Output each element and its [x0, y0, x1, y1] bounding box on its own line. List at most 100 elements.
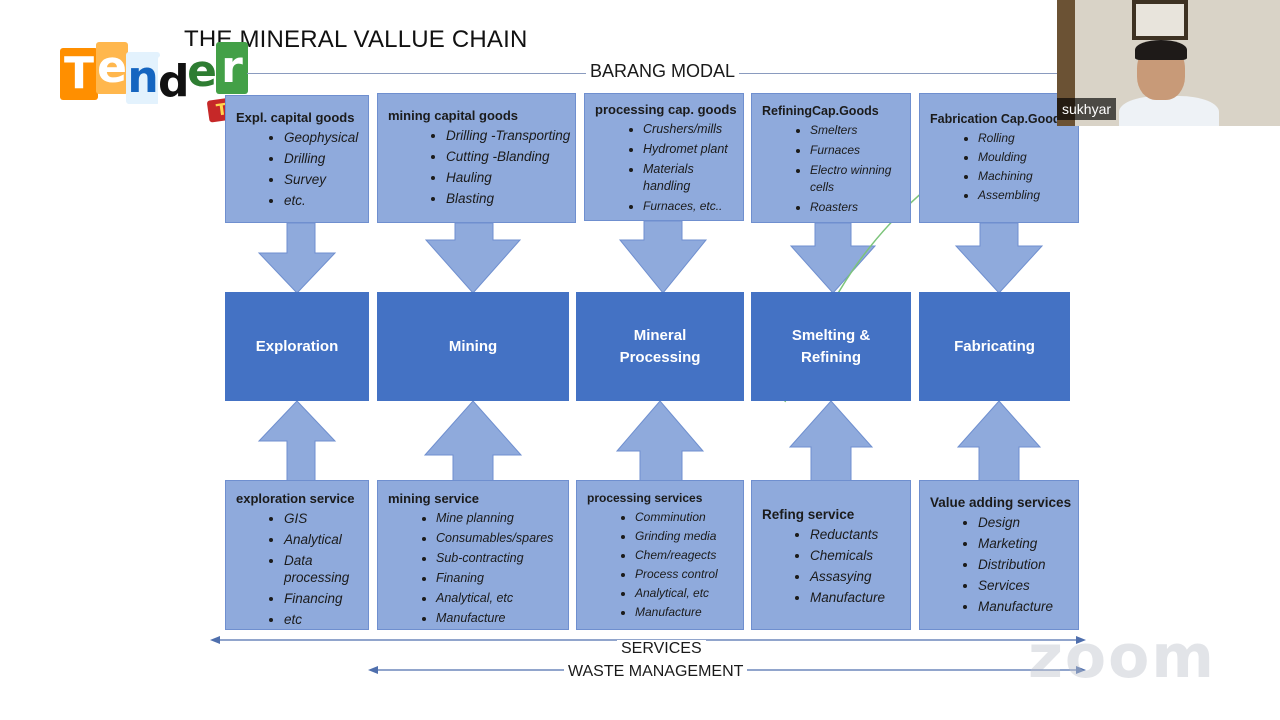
- stage-mining: Mining: [377, 292, 569, 401]
- down-arrow-2: [424, 222, 522, 294]
- list-item: Finaning: [436, 570, 568, 587]
- participant-hair: [1135, 40, 1187, 60]
- list-item: Manufacture: [978, 598, 1078, 615]
- up-arrow-3: [615, 400, 705, 482]
- box-title: Expl. capital goods: [236, 110, 355, 125]
- services-arrow-right-head: [1076, 636, 1086, 644]
- list-item: Electro winning cells: [810, 162, 902, 196]
- stage-exploration: Exploration: [225, 292, 369, 401]
- down-arrow-5: [954, 222, 1044, 294]
- capital-goods-box-processing: processing cap. goods Crushers/mills Hyd…: [584, 93, 744, 221]
- list-item: Manufacture: [436, 610, 568, 627]
- stage-smelting-refining: Smelting & Refining: [751, 292, 911, 401]
- list-item: Distribution: [978, 556, 1078, 573]
- logo-letter-e2: e: [186, 46, 218, 98]
- barang-modal-label: BARANG MODAL: [586, 61, 740, 82]
- list-item: Manufacture: [810, 589, 910, 606]
- list-item: Drilling -Transporting: [446, 127, 575, 144]
- participant-video[interactable]: sukhyar: [1057, 0, 1280, 126]
- list-item: Materials handling: [643, 161, 713, 195]
- up-arrow-2: [423, 400, 523, 482]
- list-item: Geophysical: [284, 129, 368, 146]
- services-label: SERVICES: [617, 640, 706, 658]
- box-title: Refing service: [762, 507, 855, 522]
- list-item: Roasters: [810, 199, 910, 216]
- list-item: Analytical, etc: [635, 585, 743, 602]
- list-item: Crushers/mills: [643, 121, 743, 138]
- list-item: Survey: [284, 171, 368, 188]
- capital-goods-box-fabrication: Fabrication Cap.Goods Rolling Moulding M…: [919, 93, 1079, 223]
- list-item: Rolling: [978, 130, 1078, 147]
- zoom-watermark: zoom: [1028, 622, 1216, 692]
- list-item: Hauling: [446, 169, 575, 186]
- list-item: Furnaces, etc..: [643, 198, 743, 215]
- tender-tv-logo: T e n d e r TV: [60, 42, 260, 124]
- up-arrow-1: [257, 400, 337, 482]
- list-item: Assembling: [978, 187, 1078, 204]
- list-item: Mine planning: [436, 510, 568, 527]
- list-item: Marketing: [978, 535, 1078, 552]
- participant-name-label: sukhyar: [1057, 98, 1117, 120]
- stage-fabricating: Fabricating: [919, 292, 1070, 401]
- box-title: processing cap. goods: [595, 102, 737, 117]
- list-item: Cutting -Blanding: [446, 148, 575, 165]
- up-arrow-4: [788, 400, 874, 482]
- list-item: Grinding media: [635, 528, 743, 545]
- list-item: Sub-contracting: [436, 550, 568, 567]
- stage-mineral-processing: Mineral Processing: [576, 292, 744, 401]
- list-item: Assasying: [810, 568, 910, 585]
- list-item: Consumables/spares: [436, 530, 568, 547]
- list-item: Moulding: [978, 149, 1078, 166]
- list-item: Drilling: [284, 150, 368, 167]
- list-item: GIS: [284, 510, 368, 527]
- list-item: Financing: [284, 590, 368, 607]
- list-item: Design: [978, 514, 1078, 531]
- waste-arrow-right-head: [1076, 666, 1086, 674]
- services-arrow-left-head: [210, 636, 220, 644]
- list-item: Chemicals: [810, 547, 910, 564]
- logo-letter-n: n: [126, 52, 160, 104]
- service-box-exploration: exploration service GIS Analytical Data …: [225, 480, 369, 630]
- wall-painting: [1132, 0, 1188, 40]
- down-arrow-1: [257, 222, 337, 294]
- box-title: mining service: [388, 491, 480, 506]
- list-item: Hydromet plant: [643, 141, 743, 158]
- capital-goods-box-exploration: Expl. capital goods Geophysical Drilling…: [225, 95, 369, 223]
- logo-letter-e: e: [96, 42, 128, 94]
- box-title: exploration service: [236, 491, 355, 506]
- box-title: RefiningCap.Goods: [762, 104, 879, 118]
- service-box-processing: processing services Comminution Grinding…: [576, 480, 744, 630]
- list-item: Analytical, etc: [436, 590, 568, 607]
- list-item: Smelters: [810, 122, 910, 139]
- list-item: Manufacture: [635, 604, 743, 621]
- list-item: etc: [284, 611, 368, 628]
- list-item: Blasting: [446, 190, 575, 207]
- capital-goods-box-mining: mining capital goods Drilling -Transport…: [377, 93, 576, 223]
- logo-letter-d: d: [158, 56, 190, 108]
- service-box-refining: Refing service Reductants Chemicals Assa…: [751, 480, 911, 630]
- waste-arrow-left-head: [368, 666, 378, 674]
- box-title: processing services: [587, 491, 703, 505]
- list-item: Chem/reagects: [635, 547, 743, 564]
- service-box-mining: mining service Mine planning Consumables…: [377, 480, 569, 630]
- up-arrow-5: [956, 400, 1042, 482]
- box-title: Value adding services: [930, 495, 1072, 510]
- list-item: Analytical: [284, 531, 368, 548]
- list-item: Machining: [978, 168, 1078, 185]
- box-title: Fabrication Cap.Goods: [930, 112, 1068, 126]
- down-arrow-3: [618, 220, 708, 294]
- service-box-value-adding: Value adding services Design Marketing D…: [919, 480, 1079, 630]
- list-item: Comminution: [635, 509, 743, 526]
- participant-shirt: [1119, 96, 1219, 126]
- list-item: Services: [978, 577, 1078, 594]
- logo-letter-r: r: [216, 42, 248, 94]
- down-arrow-4: [789, 222, 877, 294]
- box-title: mining capital goods: [388, 108, 519, 123]
- list-item: etc.: [284, 192, 368, 209]
- logo-letter-t: T: [60, 48, 98, 100]
- list-item: Process control: [635, 566, 743, 583]
- list-item: Reductants: [810, 526, 910, 543]
- waste-management-label: WASTE MANAGEMENT: [564, 663, 748, 681]
- list-item: Furnaces: [810, 142, 910, 159]
